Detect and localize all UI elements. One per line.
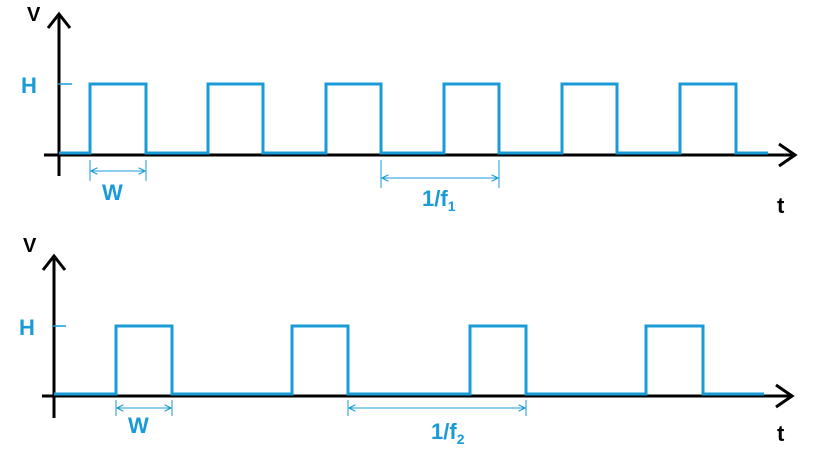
top-y-axis-arrowhead (46, 11, 72, 29)
bottom-w-label: W (128, 413, 149, 438)
bottom-h-level-label: H (19, 315, 35, 340)
top-y-axis-label: V (27, 4, 41, 26)
top-w-label: W (102, 180, 123, 205)
top-x-axis-arrowhead (778, 142, 798, 168)
bottom-period-label-subscript: 2 (457, 431, 465, 447)
top-period-label-subscript: 1 (448, 198, 456, 214)
bottom-period-label-main: 1/f (431, 419, 457, 444)
top-pulse-signal (59, 82, 768, 155)
bottom-x-axis-arrowhead (775, 383, 795, 409)
bottom-pulse-signal (54, 324, 764, 396)
bottom-y-axis-arrowhead (41, 253, 67, 271)
top-h-level-label: H (21, 73, 37, 98)
top-diagram: V t H W 1/f1 (21, 4, 798, 218)
top-period-label-main: 1/f (422, 186, 448, 211)
bottom-period-label: 1/f2 (431, 419, 465, 447)
bottom-x-axis-label: t (777, 421, 785, 446)
top-x-axis-label: t (777, 193, 785, 218)
bottom-y-axis-label: V (23, 235, 37, 257)
bottom-diagram: V t H W 1/f2 (19, 235, 795, 447)
top-period-label: 1/f1 (422, 186, 456, 214)
